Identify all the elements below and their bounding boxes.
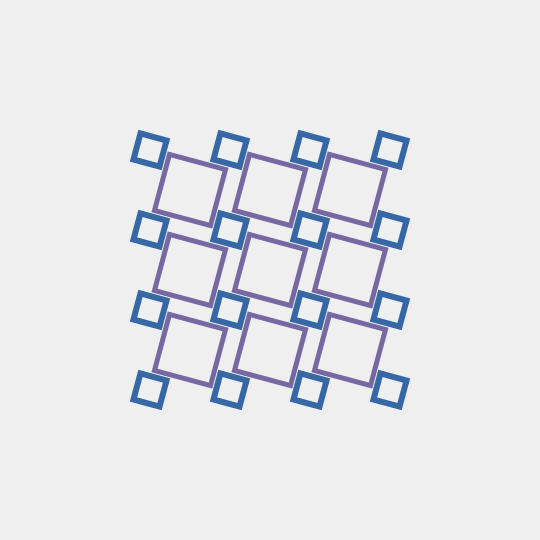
small-square-tile [209,209,251,251]
large-square-tile [311,151,389,229]
large-tile-layer [151,151,389,389]
large-square-tile [231,231,309,309]
small-square-tile [289,129,331,171]
small-square-tile [209,289,251,331]
small-square-tile [129,129,171,171]
large-square-tile [311,231,389,309]
large-square-tile [231,311,309,389]
large-square-tile [151,231,229,309]
small-square-tile [369,209,411,251]
small-square-tile [369,289,411,331]
small-square-tile [289,209,331,251]
small-square-tile [129,209,171,251]
small-square-tile [209,129,251,171]
large-square-tile [231,151,309,229]
large-square-tile [311,311,389,389]
small-square-tile [129,369,171,411]
small-square-tile [209,369,251,411]
small-square-tile [289,369,331,411]
small-tile-layer [129,129,411,411]
small-square-tile [129,289,171,331]
small-square-tile [369,369,411,411]
large-square-tile [151,151,229,229]
small-square-tile [289,289,331,331]
small-square-tile [369,129,411,171]
large-square-tile [151,311,229,389]
